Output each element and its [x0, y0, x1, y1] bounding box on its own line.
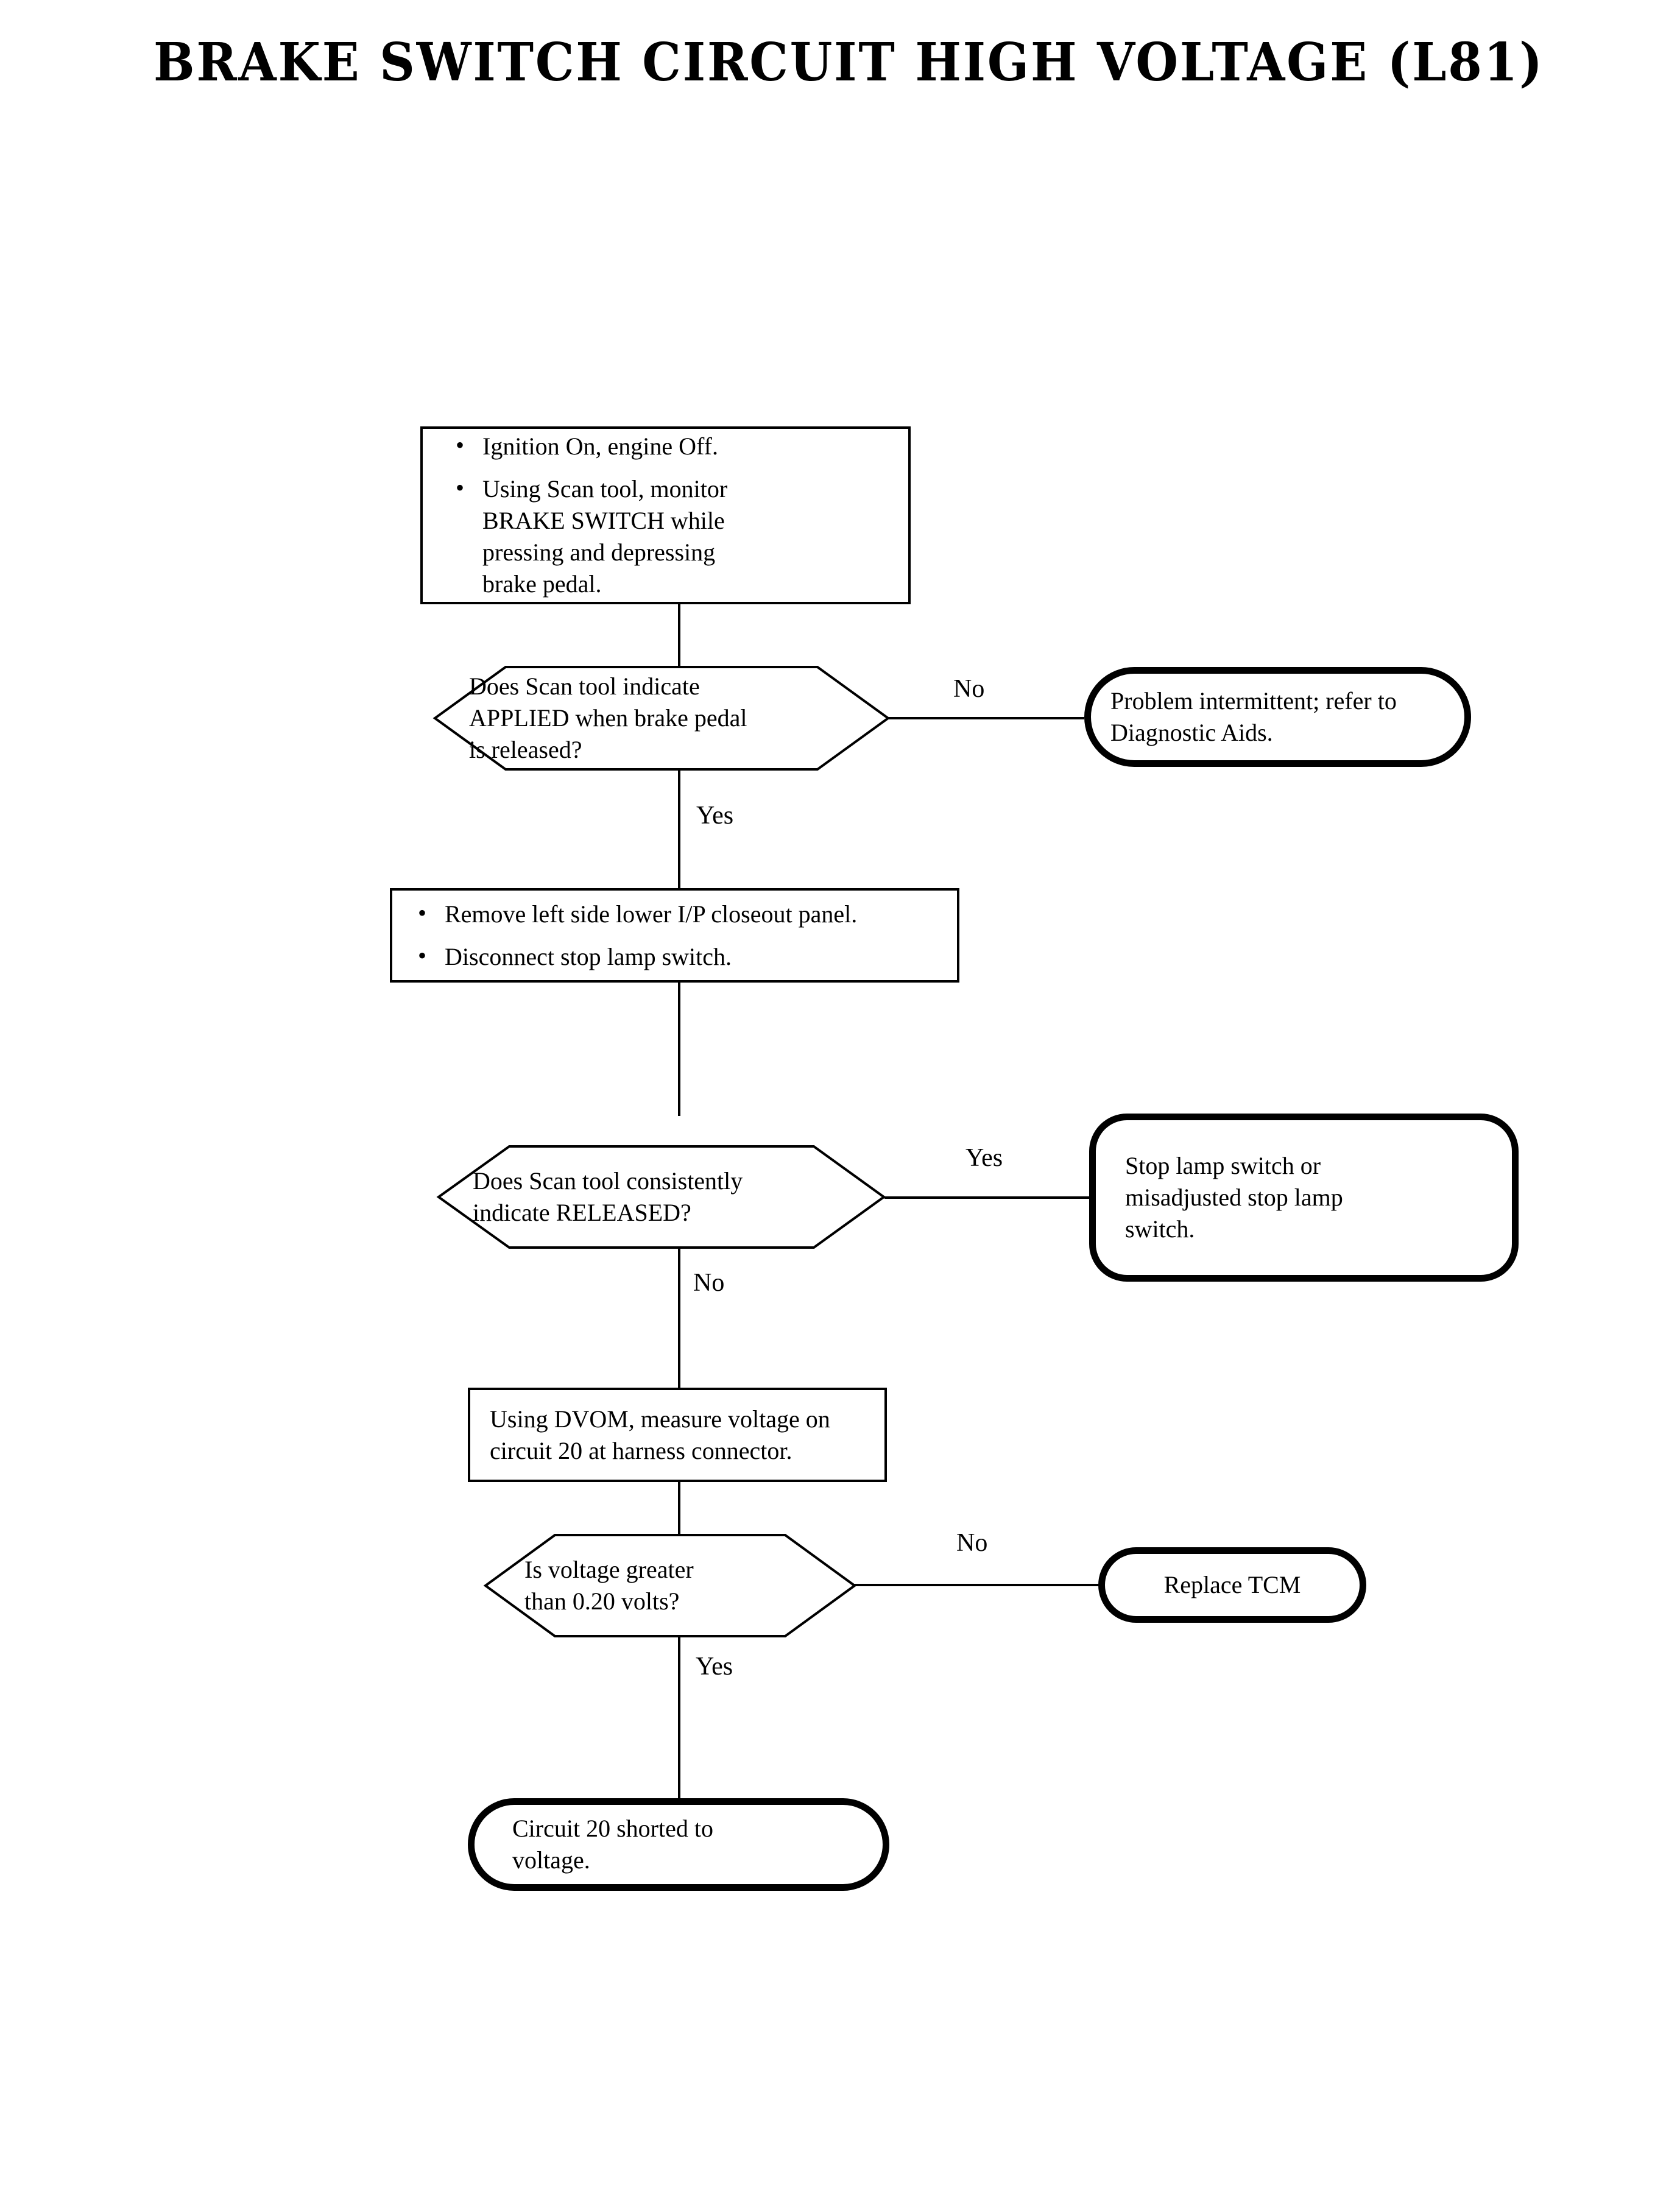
branch-label-no-1: No [953, 675, 985, 703]
decision-applied-when-released: Does Scan tool indicate APPLIED when bra… [432, 666, 891, 771]
decision-label: Does Scan tool indicate APPLIED when bra… [469, 673, 747, 763]
connector-decision2-yes-to-result2 [884, 1196, 1090, 1199]
process-step-3: Using DVOM, measure voltage on circuit 2… [468, 1388, 887, 1482]
list-item: Disconnect stop lamp switch. [418, 940, 957, 973]
terminator-problem-intermittent: Problem intermittent; refer to Diagnosti… [1084, 667, 1471, 767]
hexagon-shape [436, 1145, 886, 1249]
branch-label-no-3: No [956, 1529, 988, 1557]
decision-label: Does Scan tool consistently indicate REL… [473, 1167, 743, 1226]
connector-decision1-no-to-result1 [888, 717, 1084, 719]
terminator-stop-lamp-switch: Stop lamp switch or misadjusted stop lam… [1089, 1114, 1519, 1282]
connector-step3-to-decision3 [678, 1456, 680, 1535]
branch-label-yes-2: Yes [965, 1144, 1003, 1172]
terminator-label: Circuit 20 shorted to voltage. [512, 1815, 713, 1874]
terminator-label: Stop lamp switch or misadjusted stop lam… [1125, 1152, 1343, 1243]
page-title: BRAKE SWITCH CIRCUIT HIGH VOLTAGE (L81) [154, 32, 1544, 93]
connector-step2-to-decision2 [678, 981, 680, 1116]
decision-label: Is voltage greater than 0.20 volts? [524, 1556, 694, 1615]
process-label: Using DVOM, measure voltage on circuit 2… [490, 1405, 830, 1464]
branch-label-no-2: No [693, 1269, 725, 1297]
connector-decision1-yes-to-step2 [678, 769, 680, 889]
connector-step1-to-decision1 [678, 603, 680, 667]
list-item: Remove left side lower I/P closeout pane… [418, 897, 957, 930]
branch-label-yes-1: Yes [696, 802, 734, 830]
branch-label-yes-3: Yes [696, 1653, 733, 1681]
step1-bullet-list: Ignition On, engine Off. Using Scan tool… [423, 429, 908, 600]
connector-decision2-no-to-step3 [678, 1243, 680, 1389]
hexagon-shape [432, 666, 891, 771]
terminator-label: Replace TCM [1163, 1571, 1301, 1598]
process-step-1: Ignition On, engine Off. Using Scan tool… [420, 426, 911, 604]
terminator-replace-tcm: Replace TCM [1098, 1547, 1366, 1623]
list-item: Using Scan tool, monitor BRAKE SWITCH wh… [456, 472, 757, 600]
decision-consistently-released: Does Scan tool consistently indicate REL… [436, 1145, 886, 1249]
list-item: Ignition On, engine Off. [456, 429, 908, 462]
process-step-2: Remove left side lower I/P closeout pane… [390, 888, 959, 983]
connector-decision3-yes-to-result4 [678, 1637, 680, 1801]
step2-bullet-list: Remove left side lower I/P closeout pane… [392, 897, 957, 973]
terminator-label: Problem intermittent; refer to Diagnosti… [1110, 687, 1397, 746]
decision-voltage-greater: Is voltage greater than 0.20 volts? [483, 1534, 857, 1637]
terminator-circuit-20-shorted: Circuit 20 shorted to voltage. [468, 1798, 889, 1891]
connector-decision3-no-to-result3 [853, 1584, 1100, 1586]
hexagon-shape [483, 1534, 857, 1637]
